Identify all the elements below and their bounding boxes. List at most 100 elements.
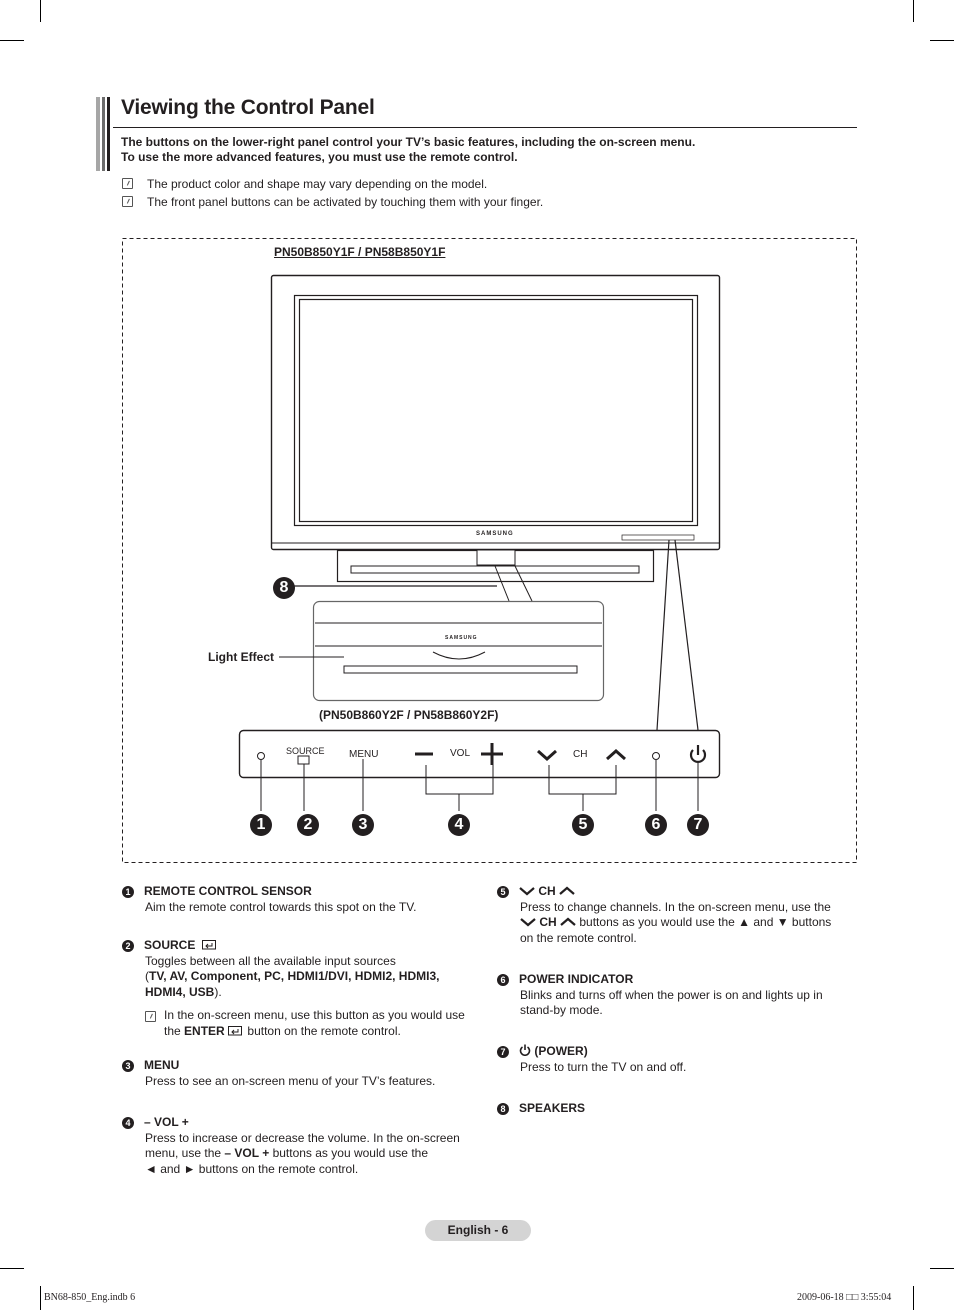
item-body: Press to increase or decrease the volume… xyxy=(145,1130,460,1145)
model-label-top: PN50B850Y1F / PN58B850Y1F xyxy=(274,245,446,259)
item-body-bold: – VOL + xyxy=(224,1146,270,1160)
callout-5: 5 xyxy=(572,814,594,836)
callout-8: 8 xyxy=(273,577,295,599)
enter-icon xyxy=(228,1025,243,1035)
item-heading: SPEAKERS xyxy=(519,1101,586,1115)
chevron-down-icon xyxy=(520,918,536,927)
crop-mark xyxy=(930,1268,954,1269)
item-6: 6 POWER INDICATOR Blinks and turns off w… xyxy=(497,972,857,1019)
tv-illustration xyxy=(238,274,721,811)
item-5: 5 CH Press to change channels. In the on… xyxy=(497,884,857,946)
item-body: buttons as you would use the xyxy=(272,1146,428,1160)
callout-6: 6 xyxy=(645,814,667,836)
note-item: The front panel buttons can be activated… xyxy=(122,195,543,209)
crop-mark xyxy=(930,40,954,41)
item-body: ◄ and ► buttons on the remote control. xyxy=(145,1161,359,1176)
callout-7: 7 xyxy=(687,814,709,836)
enter-icon xyxy=(201,940,216,950)
intro-text: The buttons on the lower-right panel con… xyxy=(121,135,695,165)
intro-line: To use the more advanced features, you m… xyxy=(121,150,518,164)
inputs-list: (TV, AV, Component, PC, HDMI1/DVI, HDMI2… xyxy=(145,969,482,985)
item-2: 2 SOURCE Toggles between all the availab… xyxy=(122,938,482,1039)
inputs-line: HDMI4, USB xyxy=(145,984,215,999)
slug-left: BN68-850_Eng.indb 6 xyxy=(44,1292,136,1303)
item-body: Aim the remote control towards this spot… xyxy=(145,899,417,914)
item-heading: MENU xyxy=(144,1058,180,1072)
item-3: 3 MENU Press to see an on-screen menu of… xyxy=(122,1058,472,1089)
figure-frame: PN50B850Y1F / PN58B850Y1F SAMSUNG SAMSUN… xyxy=(122,238,857,863)
model-label-bottom: (PN50B860Y2F / PN58B860Y2F) xyxy=(319,708,499,722)
chevron-down-icon xyxy=(519,887,535,896)
note-text: The product color and shape may vary dep… xyxy=(147,177,488,191)
note-text: button on the remote control. xyxy=(247,1023,401,1038)
note-icon xyxy=(122,178,133,189)
inset-brand: SAMSUNG xyxy=(445,635,478,641)
note-text: In the on-screen menu, use this button a… xyxy=(164,1008,465,1022)
note-icon xyxy=(122,196,133,207)
inputs-close: ). xyxy=(214,984,222,999)
panel-label-vol: VOL xyxy=(450,748,471,759)
crop-mark xyxy=(913,1286,914,1310)
item-heading: – VOL + xyxy=(144,1115,189,1129)
panel-label-source: SOURCE xyxy=(286,746,325,756)
item-number: 4 xyxy=(122,1117,134,1129)
item-number: 2 xyxy=(122,940,134,952)
item-heading: POWER INDICATOR xyxy=(519,972,634,986)
crop-mark xyxy=(0,1268,24,1269)
item-heading: REMOTE CONTROL SENSOR xyxy=(144,884,312,898)
item-body: Press to turn the TV on and off. xyxy=(520,1059,687,1074)
item-number: 5 xyxy=(497,886,509,898)
item-body: Press to change channels. In the on-scre… xyxy=(520,899,831,914)
item-4: 4 – VOL + Press to increase or decrease … xyxy=(122,1115,482,1177)
note-icon xyxy=(145,1011,156,1022)
note-text: The front panel buttons can be activated… xyxy=(147,195,544,209)
crop-mark xyxy=(40,1286,41,1310)
callout-1: 1 xyxy=(250,814,272,836)
item-8: 8 SPEAKERS xyxy=(497,1101,857,1117)
source-note: In the on-screen menu, use this button a… xyxy=(145,1008,482,1039)
slug-right: 2009-06-18 □□ 3:55:04 xyxy=(797,1292,892,1303)
callout-4: 4 xyxy=(448,814,470,836)
item-heading: (POWER) xyxy=(534,1044,588,1058)
title-rule xyxy=(113,127,857,128)
item-body: Press to see an on-screen menu of your T… xyxy=(145,1073,436,1088)
panel-label-ch: CH xyxy=(573,749,588,760)
item-number: 8 xyxy=(497,1103,509,1115)
item-number: 6 xyxy=(497,974,509,986)
crop-mark xyxy=(40,0,41,22)
paren: ( xyxy=(145,969,149,983)
note-text: the xyxy=(164,1023,181,1038)
tv-brand: SAMSUNG xyxy=(476,531,514,537)
callout-2: 2 xyxy=(297,814,319,836)
item-body: Toggles between all the available input … xyxy=(145,953,396,968)
light-effect-label: Light Effect xyxy=(208,650,274,664)
item-1: 1 REMOTE CONTROL SENSOR Aim the remote c… xyxy=(122,884,472,915)
item-body: menu, use the xyxy=(145,1146,222,1160)
item-body: Blinks and turns off when the power is o… xyxy=(520,987,823,1002)
inputs-line: TV, AV, Component, PC, HDMI1/DVI, HDMI2,… xyxy=(149,969,440,983)
item-body: on the remote control. xyxy=(520,930,637,945)
item-body: stand-by mode. xyxy=(520,1003,603,1017)
power-icon xyxy=(519,1044,531,1056)
page-number-badge: English - 6 xyxy=(425,1220,531,1241)
title-bars xyxy=(96,97,110,171)
item-body: buttons as you would use the ▲ and ▼ but… xyxy=(579,915,832,929)
note-item: The product color and shape may vary dep… xyxy=(122,177,487,191)
crop-mark xyxy=(913,0,914,22)
item-number: 3 xyxy=(122,1060,134,1072)
item-heading: CH xyxy=(538,884,556,898)
control-panel-diagram xyxy=(122,238,857,863)
panel-label-menu: MENU xyxy=(349,749,379,760)
crop-mark xyxy=(0,40,24,41)
enter-label: ENTER xyxy=(184,1023,225,1038)
page-title: Viewing the Control Panel xyxy=(121,96,375,119)
item-number: 1 xyxy=(122,886,134,898)
item-7: 7 (POWER) Press to turn the TV on and of… xyxy=(497,1044,857,1075)
callout-3: 3 xyxy=(352,814,374,836)
item-number: 7 xyxy=(497,1046,509,1058)
chevron-up-icon xyxy=(559,886,575,895)
item-heading: SOURCE xyxy=(144,938,196,952)
intro-line: The buttons on the lower-right panel con… xyxy=(121,135,696,149)
item-body-bold: CH xyxy=(539,915,557,929)
chevron-up-icon xyxy=(560,917,576,926)
